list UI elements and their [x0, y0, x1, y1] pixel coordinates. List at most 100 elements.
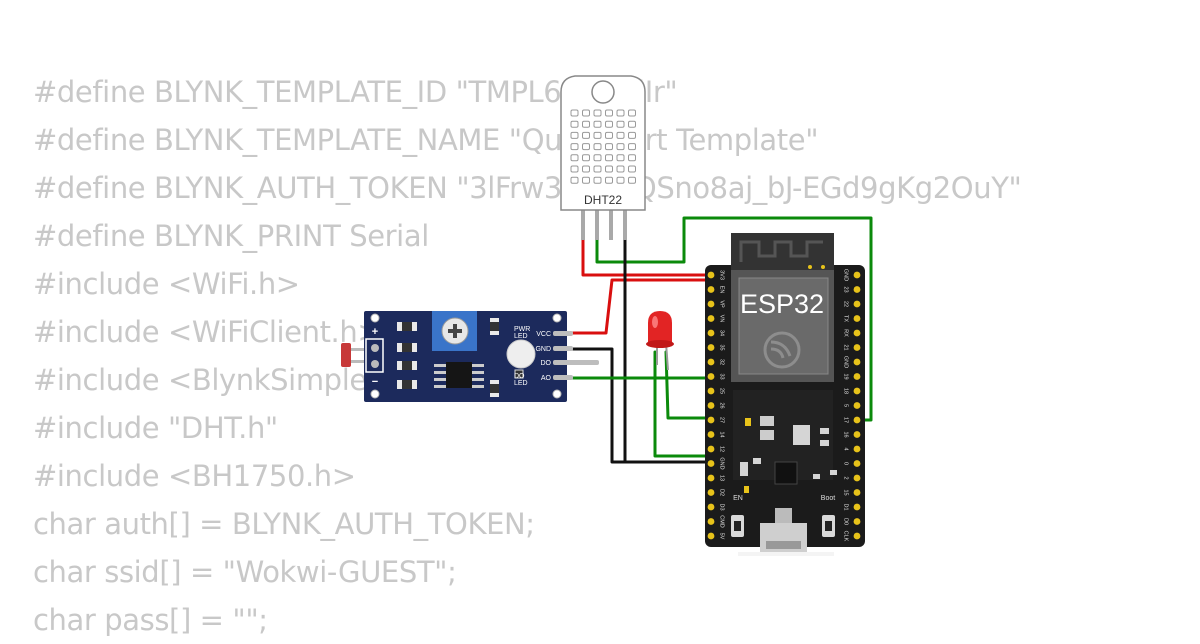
esp32-pin-right[interactable] — [853, 271, 861, 279]
esp32-pin-label: CLK — [843, 531, 849, 542]
esp32-pin-left[interactable] — [707, 416, 715, 424]
esp32-pin-label: GND — [843, 269, 849, 281]
esp32-pin-label: 25 — [719, 388, 725, 394]
esp32-pin-left[interactable] — [707, 489, 715, 496]
esp32-pin-right[interactable] — [853, 286, 861, 293]
esp32-pin-left[interactable] — [707, 431, 715, 438]
esp32-pin-right[interactable] — [853, 489, 861, 496]
dht22-grille-slot — [628, 120, 636, 128]
wire-ldr-gnd[interactable] — [571, 347, 714, 464]
esp32-pin-left[interactable] — [707, 315, 715, 322]
esp32-pin-left[interactable] — [707, 402, 715, 409]
pwr-led-label-2: LED — [514, 333, 528, 340]
esp32-pin-right[interactable] — [853, 358, 861, 366]
dht22-grille-slot — [593, 120, 602, 128]
potentiometer[interactable] — [432, 311, 477, 351]
esp32-pin-left[interactable] — [707, 373, 715, 380]
ldr-pin-label-do: DO — [541, 360, 552, 367]
dht22-grille-slot — [616, 176, 625, 184]
esp32-pin-label: 13 — [719, 475, 725, 481]
esp32-pin-label: 17 — [843, 417, 849, 423]
esp32-pin-left[interactable] — [707, 474, 715, 482]
ldr-pin-ao[interactable] — [553, 375, 573, 380]
dht22-grille-slot — [616, 165, 625, 173]
esp32-pin-right[interactable] — [853, 329, 861, 337]
dht22-label: DHT22 — [584, 193, 622, 207]
esp32-devkit[interactable]: ESP32 EN Boot — [705, 233, 865, 556]
ldr-sensor-module[interactable]: + − PWR LED DO LED VCC GND — [341, 311, 599, 402]
dht22-grille-slot — [582, 154, 590, 162]
code-line: #include <WiFiClient.h> — [33, 315, 382, 349]
esp32-pin-right[interactable] — [853, 315, 861, 322]
esp32-pin-right[interactable] — [853, 373, 861, 380]
esp32-pin-label: 16 — [843, 431, 849, 437]
esp32-pin-left[interactable] — [707, 329, 715, 337]
esp32-pin-right[interactable] — [853, 445, 861, 453]
esp32-pin-right[interactable] — [853, 416, 861, 424]
dht22-grille-slot — [605, 165, 613, 173]
esp32-pin-left[interactable] — [707, 387, 715, 395]
ldr-smd-components — [397, 318, 524, 397]
wire-ldr-ao[interactable] — [571, 362, 714, 380]
esp32-en-button[interactable] — [731, 515, 744, 537]
esp32-pin-left[interactable] — [707, 503, 715, 511]
esp32-pin-label: TX — [843, 315, 849, 322]
dht22-grille-slot — [593, 131, 602, 139]
esp32-pin-label: 0 — [843, 462, 849, 465]
esp32-pin-label: 3V3 — [719, 270, 725, 280]
dht22-grille-slot — [616, 143, 625, 151]
esp32-label: ESP32 — [740, 289, 824, 319]
dht22-grille-slot — [582, 143, 590, 151]
esp32-pin-left[interactable] — [707, 286, 715, 293]
wire-dht-vcc[interactable] — [581, 236, 714, 277]
esp32-pin-right[interactable] — [853, 518, 861, 525]
ldr-pin-vcc[interactable] — [553, 331, 573, 336]
wire-led-cathode[interactable] — [653, 350, 714, 458]
wire-dht-gnd[interactable] — [623, 236, 714, 464]
dht22-grille-slot — [582, 109, 590, 117]
wire-led-anode[interactable] — [664, 350, 714, 420]
esp32-pin-left[interactable] — [707, 518, 715, 525]
dht22-grille-slot — [616, 154, 625, 162]
wire-ldr-vcc[interactable] — [571, 278, 714, 335]
esp32-pin-right[interactable] — [853, 431, 861, 438]
red-led[interactable] — [646, 311, 674, 371]
code-line: char auth[] = BLYNK_AUTH_TOKEN; — [33, 507, 535, 541]
esp32-pin-right[interactable] — [853, 503, 861, 511]
do-led-label-1: DO — [514, 373, 525, 380]
esp32-pin-label: 34 — [719, 330, 725, 336]
ldr-pin-do[interactable] — [553, 360, 599, 365]
ldr-minus-label: − — [372, 376, 378, 388]
dht22-sensor[interactable]: DHT22 — [560, 75, 646, 240]
esp32-pin-label: CMD — [719, 515, 725, 528]
esp32-pin-right[interactable] — [853, 402, 861, 409]
esp32-pin-left[interactable] — [707, 344, 715, 351]
dht22-grille-slot — [570, 131, 579, 139]
esp32-pin-right[interactable] — [853, 460, 861, 467]
esp32-pin-right[interactable] — [853, 300, 861, 308]
esp32-pin-left[interactable] — [707, 532, 715, 540]
esp32-pin-left[interactable] — [707, 300, 715, 308]
esp32-pin-left[interactable] — [707, 358, 715, 366]
esp32-boot-button[interactable] — [822, 515, 835, 537]
dht22-grille-slot — [628, 109, 636, 117]
esp32-pin-right[interactable] — [853, 474, 861, 482]
usb-port-icon[interactable] — [738, 508, 834, 556]
code-line: #include "DHT.h" — [33, 411, 278, 445]
esp32-pin-right[interactable] — [853, 387, 861, 395]
esp32-pin-right[interactable] — [853, 532, 861, 540]
esp32-pin-label: 5V — [719, 533, 725, 540]
esp32-pin-right[interactable] — [853, 344, 861, 351]
ldr-pin-gnd[interactable] — [553, 346, 573, 351]
esp32-pin-label: GND — [843, 356, 849, 368]
esp32-pin-left[interactable] — [707, 460, 715, 467]
esp32-pin-left[interactable] — [707, 445, 715, 453]
dht22-grille-slot — [628, 165, 636, 173]
dht22-grille — [570, 109, 636, 184]
code-line: #define BLYNK_PRINT Serial — [33, 219, 429, 253]
dht22-grille-slot — [628, 154, 636, 162]
wire-dht-data[interactable] — [595, 216, 873, 422]
esp32-pin-left[interactable] — [707, 271, 715, 279]
dht22-grille-slot — [582, 176, 590, 184]
